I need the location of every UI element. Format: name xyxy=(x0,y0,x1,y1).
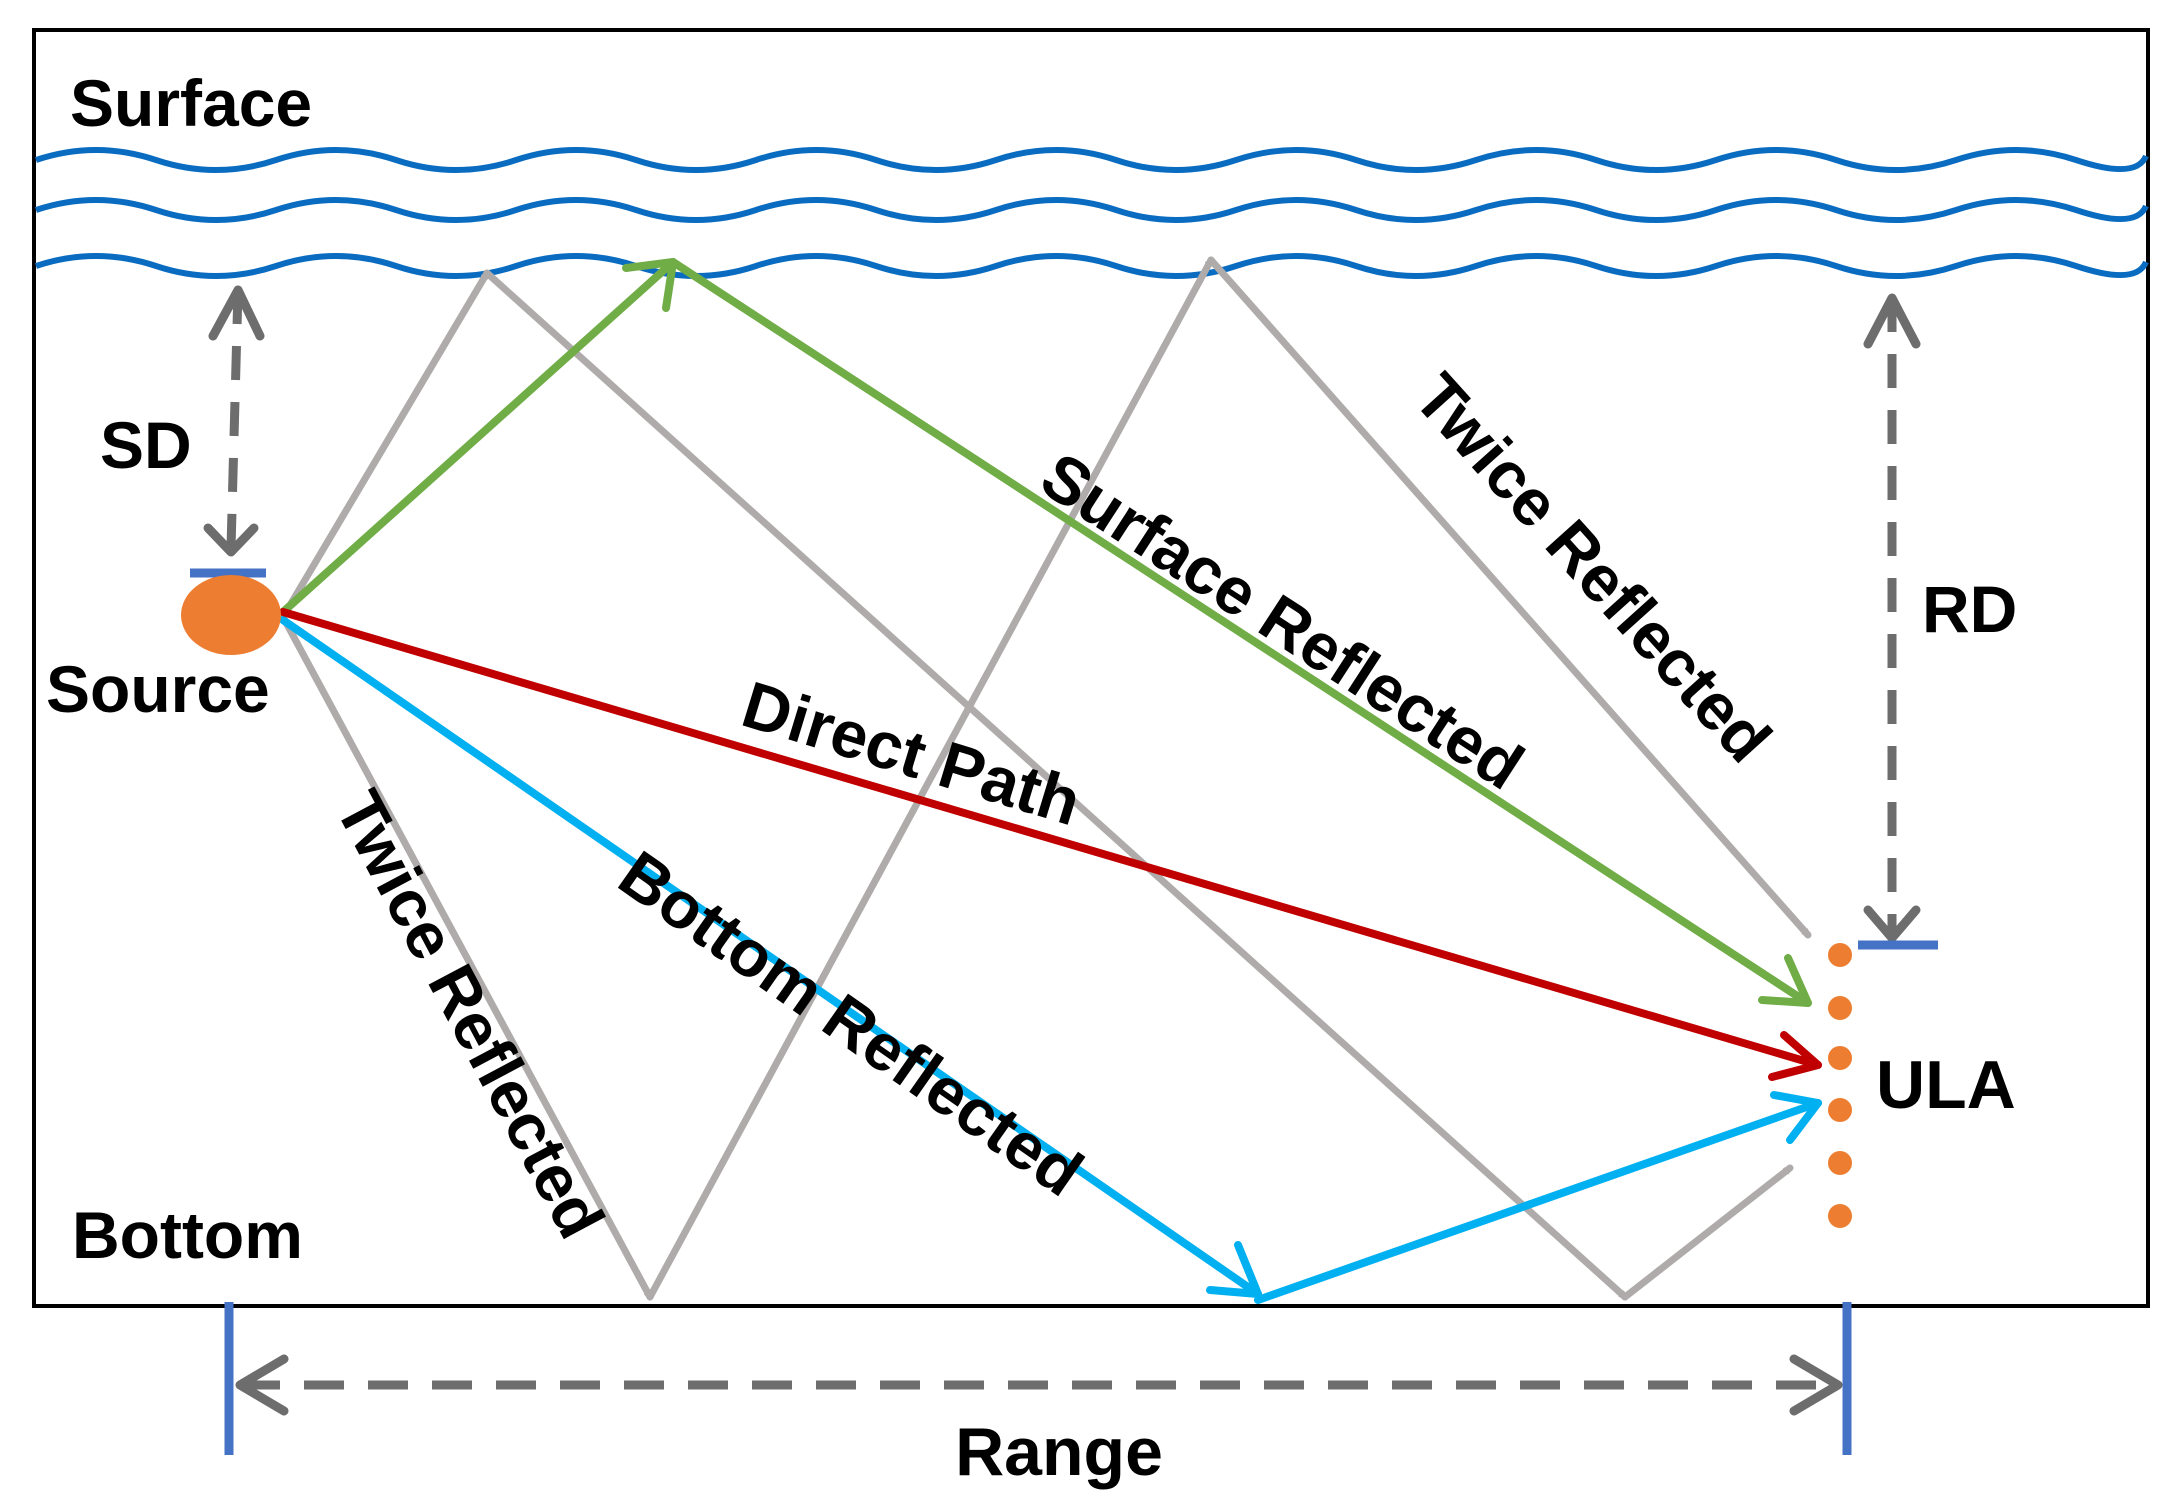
surface-reflected-label: Surface Reflected xyxy=(1029,438,1537,804)
bottom-label: Bottom xyxy=(72,1198,303,1272)
direct-path xyxy=(279,608,1822,1081)
surface-wave-2 xyxy=(35,197,2149,223)
twice-reflected-path-top-seg2 xyxy=(483,269,1629,1301)
direct-path-arrowhead xyxy=(1768,1031,1822,1081)
surface-reflected-incident xyxy=(279,258,677,616)
twice-reflected-paths xyxy=(279,256,1812,1301)
bottom-reflected-label: Bottom Reflected xyxy=(606,836,1096,1210)
source-marker xyxy=(181,575,281,655)
range-arrowhead-left xyxy=(235,1354,289,1416)
twice-reflected-path-bottom-seg3 xyxy=(1207,256,1812,939)
twice-reflected-path-top-seg1 xyxy=(279,269,491,621)
rd-dimension xyxy=(1863,293,1921,943)
depth-range-markers xyxy=(190,568,1938,1455)
range-label: Range xyxy=(955,1414,1163,1490)
sd-arrowhead-down xyxy=(203,523,259,557)
sd-dashed-line xyxy=(226,289,243,549)
surface-reflected-arrowhead xyxy=(1758,954,1812,1007)
source-label: Source xyxy=(46,652,270,726)
ula-element xyxy=(1828,1046,1852,1070)
range-dimension xyxy=(235,1354,1843,1416)
ula-element xyxy=(1828,943,1852,967)
sd-label: SD xyxy=(100,408,192,482)
rd-arrowhead-up xyxy=(1863,293,1921,349)
surface-wave-1 xyxy=(35,147,2149,173)
ula-element xyxy=(1828,1204,1852,1228)
ula-label: ULA xyxy=(1876,1047,2016,1123)
diagram-frame xyxy=(32,28,2150,1308)
rd-arrowhead-down xyxy=(1863,905,1921,943)
twice-reflected-path-top-seg3 xyxy=(1621,1164,1794,1301)
ula-element xyxy=(1828,996,1852,1020)
bottom-reflected-incident xyxy=(279,616,1262,1298)
surface-label: Surface xyxy=(70,66,312,140)
surface-reflected-reflected xyxy=(669,258,1812,1007)
twice-reflected-path-bottom-seg1 xyxy=(279,613,654,1301)
sd-dimension xyxy=(203,285,265,557)
surface-wave-3 xyxy=(35,253,2149,279)
range-arrowhead-right xyxy=(1789,1354,1843,1416)
sd-arrowhead-up xyxy=(208,285,265,341)
ula-element xyxy=(1828,1151,1852,1175)
bottom-reflected-path xyxy=(279,616,1822,1304)
twice-reflected-path-bottom-seg2 xyxy=(646,256,1215,1301)
rd-label: RD xyxy=(1922,572,2017,646)
direct-path-line xyxy=(279,608,1822,1069)
bottom-reflected-arrowhead xyxy=(1770,1091,1822,1144)
bottom-reflected-incident-arrowhead xyxy=(1206,1241,1262,1298)
twice-reflected-bottom-label: Twice Reflected xyxy=(322,779,619,1250)
surface-reflected-path xyxy=(279,258,1812,1007)
bottom-reflected-reflected xyxy=(1254,1099,1822,1304)
surface-waves xyxy=(35,147,2149,279)
ula-array xyxy=(1828,943,1852,1228)
ula-element xyxy=(1828,1098,1852,1122)
